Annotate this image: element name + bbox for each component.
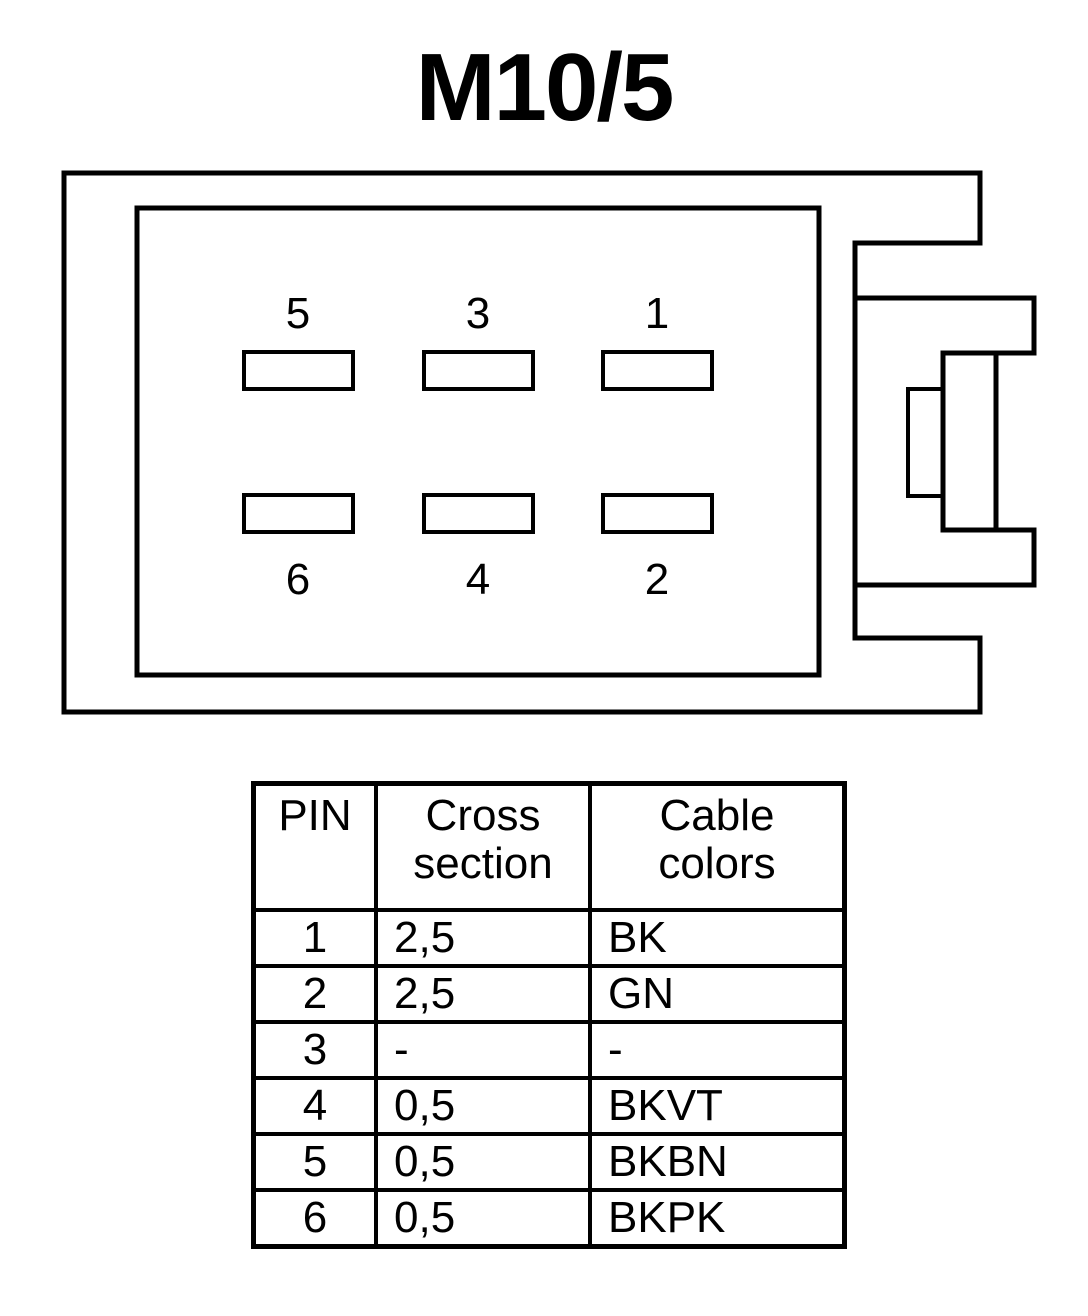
cell-cable-color: GN [588, 964, 847, 1024]
pin-slot-4 [422, 493, 535, 534]
pin-slot-2 [601, 493, 714, 534]
pin-label-6: 6 [286, 555, 310, 604]
header-cross-section: Cross section [374, 781, 592, 912]
pin-slot-3 [422, 350, 535, 391]
pin-label-5: 5 [286, 289, 310, 338]
connector-latch-outline [855, 295, 1037, 588]
cell-pin: 3 [251, 1020, 378, 1080]
connector-inner-cavity [134, 205, 822, 678]
header-pin-label: PIN [278, 791, 352, 840]
header-pin: PIN [251, 781, 378, 912]
cell-pin: 1 [251, 908, 378, 968]
pin-slot-5 [242, 350, 355, 391]
pin-label-2: 2 [645, 555, 669, 604]
table-header-row: PIN Cross section Cable colors [251, 781, 847, 912]
connector-latch-tab [906, 387, 945, 498]
cell-cable-color: - [588, 1020, 847, 1080]
cell-cross-section: 0,5 [374, 1132, 592, 1192]
table-row: 4 0,5 BKVT [251, 1076, 847, 1136]
pin-label-4: 4 [466, 555, 490, 604]
cell-cross-section: - [374, 1020, 592, 1080]
cell-cable-color: BKVT [588, 1076, 847, 1136]
header-cable-colors-line1: Cable [659, 791, 775, 840]
header-cross-section-line2: section [413, 838, 553, 888]
header-cable-colors: Cable colors [588, 781, 847, 912]
cell-cable-color: BKPK [588, 1188, 847, 1249]
table-row: 2 2,5 GN [251, 964, 847, 1024]
connector-latch-inner [940, 350, 996, 533]
cell-cross-section: 0,5 [374, 1076, 592, 1136]
table-row: 6 0,5 BKPK [251, 1188, 847, 1249]
pin-slot-6 [242, 493, 355, 534]
pinout-table: PIN Cross section Cable colors 1 2,5 BK … [251, 781, 847, 1249]
cell-pin: 5 [251, 1132, 378, 1192]
cell-pin: 2 [251, 964, 378, 1024]
header-cable-colors-line2: colors [658, 838, 776, 888]
pin-slot-1 [601, 350, 714, 391]
diagram-title: M10/5 [415, 34, 675, 141]
table-row: 3 - - [251, 1020, 847, 1080]
pin-label-3: 3 [466, 289, 490, 338]
cell-pin: 4 [251, 1076, 378, 1136]
cell-cross-section: 2,5 [374, 908, 592, 968]
cell-cable-color: BKBN [588, 1132, 847, 1192]
connector-diagram: 5 3 1 6 4 2 [61, 170, 1037, 715]
cell-cable-color: BK [588, 908, 847, 968]
cell-cross-section: 2,5 [374, 964, 592, 1024]
cell-cross-section: 0,5 [374, 1188, 592, 1249]
table-row: 5 0,5 BKBN [251, 1132, 847, 1192]
connector-housing-outline [61, 170, 983, 715]
table-row: 1 2,5 BK [251, 908, 847, 968]
pin-label-1: 1 [645, 289, 669, 338]
cell-pin: 6 [251, 1188, 378, 1249]
header-cross-section-line1: Cross [425, 791, 541, 840]
